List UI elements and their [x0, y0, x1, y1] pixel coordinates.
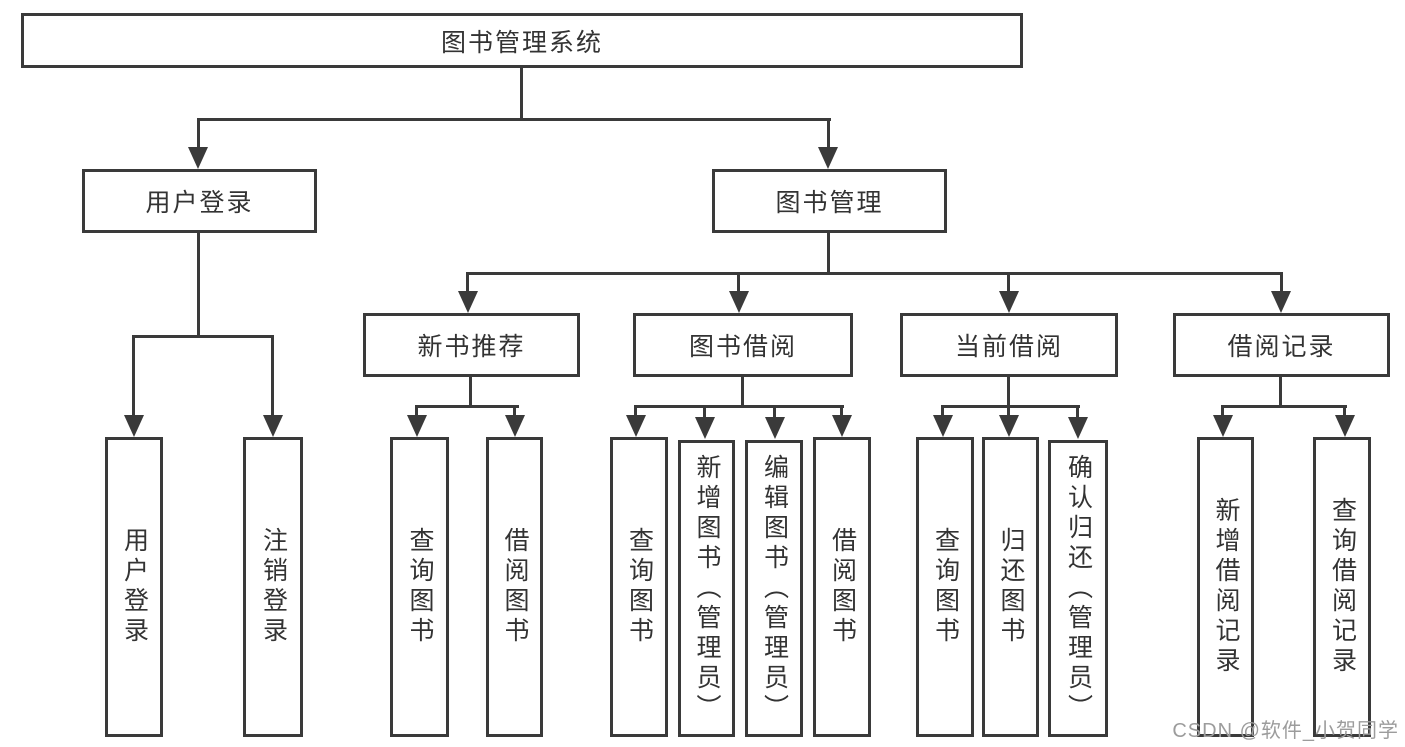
arrowhead-down-icon: [695, 417, 715, 439]
connector-drop: [773, 405, 776, 417]
connector-book-borrowing-stem: [741, 377, 744, 408]
leaf-add-borrow-record: 新增借阅记录: [1197, 437, 1254, 737]
connector-borrow-records-rail: [1221, 405, 1347, 408]
connector-drop-borrow-records: [1280, 272, 1283, 291]
node-borrow-records: 借阅记录: [1173, 313, 1390, 377]
leaf-query-books-current: 查询图书: [916, 437, 974, 737]
connector-drop: [415, 405, 418, 417]
leaf-borrow-books-borrowing-label: 借阅图书: [828, 527, 857, 647]
connector-drop: [941, 405, 944, 417]
connector-current-borrowing-rail: [941, 405, 1080, 408]
arrowhead-down-icon: [999, 291, 1019, 313]
leaf-add-borrow-record-label: 新增借阅记录: [1212, 497, 1240, 677]
arrowhead-down-icon: [832, 415, 852, 437]
leaf-confirm-return-admin: 确认归还（管理员）: [1048, 440, 1108, 737]
connector-drop-leaf-user-login: [132, 335, 135, 416]
arrowhead-down-icon: [626, 415, 646, 437]
leaf-query-books-recommend-label: 查询图书: [406, 527, 434, 647]
connector-drop: [1343, 405, 1346, 417]
leaf-logout-login: 注销登录: [243, 437, 303, 737]
connector-drop-book-management: [827, 118, 830, 148]
leaf-query-books-recommend: 查询图书: [390, 437, 449, 737]
leaf-add-book-admin: 新增图书（管理员）: [678, 440, 735, 737]
connector-drop: [513, 405, 516, 417]
connector-user-login-rail: [132, 335, 274, 338]
connector-drop-leaf-logout: [271, 335, 274, 416]
node-user-login: 用户登录: [82, 169, 317, 233]
connector-drop: [1221, 405, 1224, 417]
arrowhead-down-icon: [407, 415, 427, 437]
arrowhead-down-icon: [729, 291, 749, 313]
node-library-system: 图书管理系统: [21, 13, 1023, 68]
arrowhead-down-icon: [1068, 417, 1088, 439]
leaf-confirm-return-admin-label: 确认归还（管理员）: [1064, 453, 1093, 724]
arrowhead-down-icon: [458, 291, 478, 313]
node-new-book-recommend: 新书推荐: [363, 313, 580, 377]
arrowhead-down-icon: [818, 147, 838, 169]
connector-drop: [634, 405, 637, 417]
arrowhead-down-icon: [765, 417, 785, 439]
connector-root-stem: [520, 68, 523, 119]
connector-drop: [840, 405, 843, 417]
node-book-borrowing: 图书借阅: [633, 313, 853, 377]
arrowhead-down-icon: [1271, 291, 1291, 313]
leaf-return-books: 归还图书: [982, 437, 1039, 737]
leaf-borrow-books-recommend: 借阅图书: [486, 437, 543, 737]
connector-book-management-stem: [827, 233, 830, 275]
node-book-management: 图书管理: [712, 169, 947, 233]
connector-drop-book-borrowing: [737, 272, 740, 291]
connector-new-book-recommend-rail: [415, 405, 519, 408]
leaf-user-login-label: 用户登录: [120, 527, 149, 647]
connector-root-rail: [197, 118, 831, 121]
node-current-borrowing: 当前借阅: [900, 313, 1118, 377]
connector-drop: [1076, 405, 1079, 417]
arrowhead-down-icon: [933, 415, 953, 437]
csdn-watermark: CSDN @软件_小贺同学: [1172, 720, 1399, 742]
leaf-add-book-admin-label: 新增图书（管理员）: [693, 453, 721, 724]
leaf-query-books-borrowing-label: 查询图书: [625, 527, 654, 647]
connector-book-borrowing-rail: [634, 405, 844, 408]
arrowhead-down-icon: [188, 147, 208, 169]
leaf-query-borrow-record: 查询借阅记录: [1313, 437, 1371, 737]
connector-new-book-recommend-stem: [469, 377, 472, 408]
arrowhead-down-icon: [124, 415, 144, 437]
connector-user-login-stem: [197, 233, 200, 336]
leaf-query-books-borrowing: 查询图书: [610, 437, 668, 737]
arrowhead-down-icon: [1335, 415, 1355, 437]
connector-drop: [703, 405, 706, 417]
connector-current-borrowing-stem: [1007, 377, 1010, 408]
leaf-edit-book-admin-label: 编辑图书（管理员）: [760, 453, 789, 724]
leaf-return-books-label: 归还图书: [997, 527, 1025, 647]
arrowhead-down-icon: [999, 415, 1019, 437]
connector-drop-user-login: [197, 118, 200, 148]
leaf-query-borrow-record-label: 查询借阅记录: [1328, 497, 1357, 677]
connector-drop: [1007, 405, 1010, 417]
connector-borrow-records-stem: [1279, 377, 1282, 408]
arrowhead-down-icon: [1213, 415, 1233, 437]
leaf-edit-book-admin: 编辑图书（管理员）: [745, 440, 803, 737]
leaf-borrow-books-borrowing: 借阅图书: [813, 437, 871, 737]
leaf-logout-login-label: 注销登录: [259, 527, 288, 647]
leaf-query-books-current-label: 查询图书: [931, 527, 960, 647]
arrowhead-down-icon: [263, 415, 283, 437]
connector-drop-new-book-recommend: [466, 272, 469, 291]
connector-drop-current-borrowing: [1007, 272, 1010, 291]
leaf-borrow-books-recommend-label: 借阅图书: [501, 527, 529, 647]
connector-book-management-rail: [466, 272, 1283, 275]
leaf-user-login: 用户登录: [105, 437, 163, 737]
arrowhead-down-icon: [505, 415, 525, 437]
